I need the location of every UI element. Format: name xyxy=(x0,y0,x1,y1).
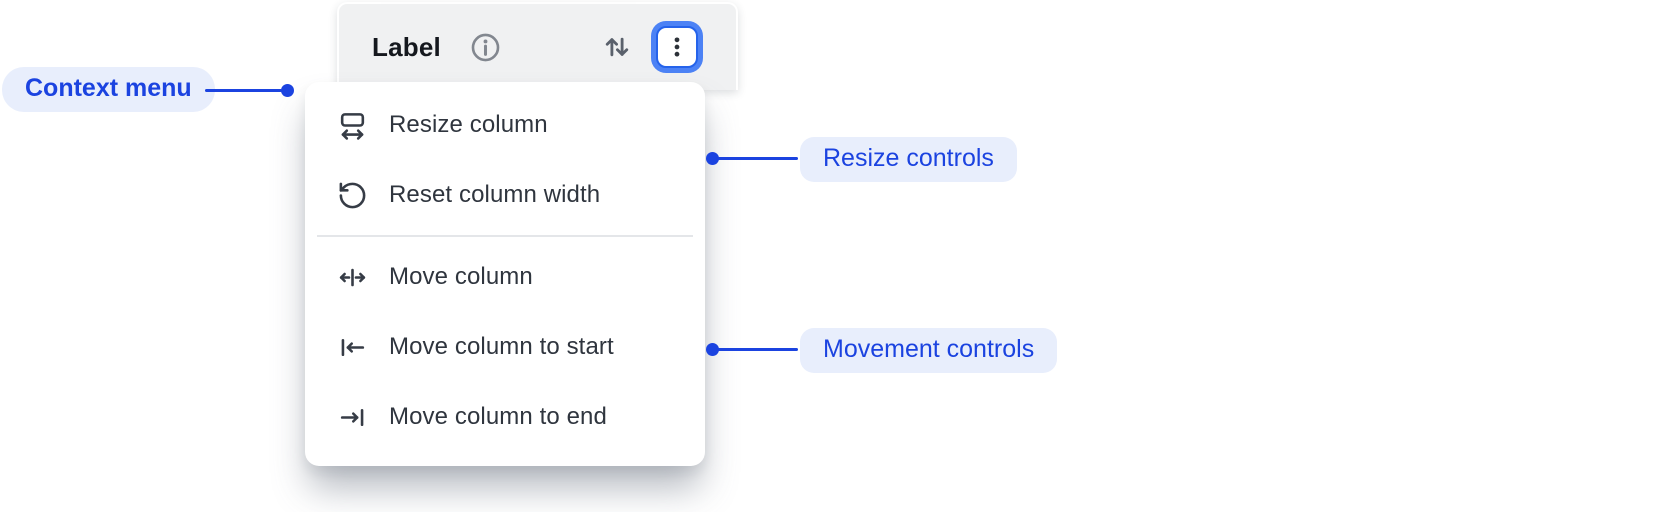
menu-item-label: Reset column width xyxy=(389,181,601,208)
menu-item-move-column-to-start[interactable]: Move column to start xyxy=(305,312,705,382)
leader-dot xyxy=(706,152,719,165)
annotation-movement-controls: Movement controls xyxy=(800,328,1058,373)
move-column-icon xyxy=(339,268,366,286)
move-column-to-end-icon xyxy=(340,408,364,426)
leader-line xyxy=(205,89,282,92)
menu-item-resize-column[interactable]: Resize column xyxy=(305,90,705,160)
menu-item-label: Resize column xyxy=(389,111,548,138)
column-context-menu: Resize column Reset column width Move co… xyxy=(305,82,705,466)
column-header-label: Label xyxy=(372,31,441,62)
menu-item-label: Move column to start xyxy=(389,333,614,360)
info-icon[interactable] xyxy=(469,30,503,64)
menu-item-label: Move column xyxy=(389,263,533,290)
annotation-context-menu: Context menu xyxy=(2,67,215,112)
resize-column-icon xyxy=(340,112,365,140)
menu-item-move-column[interactable]: Move column xyxy=(305,242,705,312)
annotation-resize-controls: Resize controls xyxy=(800,137,1017,182)
menu-item-move-column-to-end[interactable]: Move column to end xyxy=(305,382,705,452)
leader-dot xyxy=(706,343,719,356)
reset-column-width-icon xyxy=(339,182,366,208)
menu-item-label: Move column to end xyxy=(389,403,607,430)
table-column-header: Label xyxy=(337,2,738,90)
leader-dot xyxy=(281,84,294,97)
leader-line xyxy=(716,157,798,160)
move-column-to-start-icon xyxy=(341,338,365,356)
menu-divider xyxy=(317,235,693,237)
kebab-menu-icon[interactable] xyxy=(656,26,698,68)
sort-arrows-icon[interactable] xyxy=(599,29,635,65)
menu-item-reset-column-width[interactable]: Reset column width xyxy=(305,160,705,230)
leader-line xyxy=(716,348,798,351)
